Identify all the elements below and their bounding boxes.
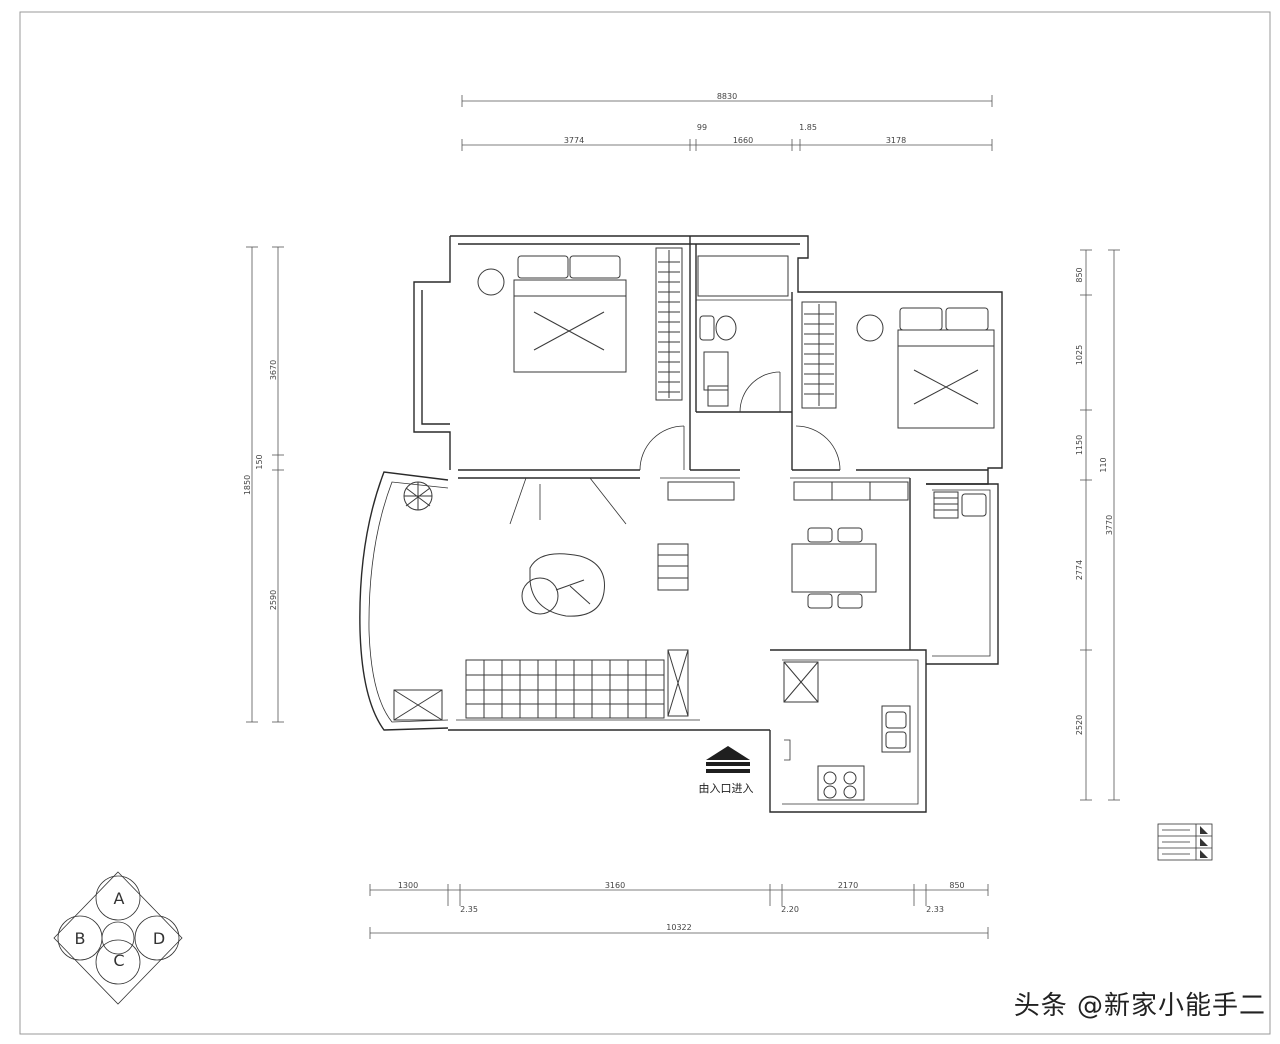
sofa-side-cabinet [667, 649, 689, 717]
master-round-table [477, 268, 505, 296]
dim-top-4: 1.85 [799, 123, 817, 132]
watermark-text: 头条 @新家小能手二 [1013, 991, 1266, 1021]
compass-label-b: B [75, 929, 86, 948]
dim-bottom-small-2: 2.20 [781, 905, 799, 914]
coffee-table [521, 553, 605, 617]
dim-right-5: 3770 [1105, 515, 1114, 535]
dining-table [791, 527, 877, 609]
master-wardrobe [655, 247, 683, 401]
compass-label-c: C [113, 951, 124, 970]
compass-label-d: D [153, 929, 165, 948]
dim-top-3: 1660 [733, 136, 753, 145]
dim-top-1: 3774 [564, 136, 584, 145]
second-door-arc [795, 425, 841, 471]
living-cabinet-left [667, 481, 735, 501]
dim-bottom-small-1: 2.35 [460, 905, 478, 914]
dim-bottom-4: 850 [949, 881, 964, 890]
bathroom-fixtures [697, 255, 789, 407]
dim-right-3: 1150 [1075, 435, 1084, 455]
kitchen-counter-mark [784, 739, 791, 761]
dim-left-2: 150 [255, 454, 264, 469]
dim-top-5: 3178 [886, 136, 906, 145]
living-cabinet-right [793, 481, 909, 501]
dim-bottom-total: 10322 [666, 923, 691, 932]
dim-right-6: 2774 [1075, 560, 1084, 580]
second-round-table [856, 314, 884, 342]
master-door-arc [639, 425, 685, 471]
dim-left-3: 1850 [243, 475, 252, 495]
entrance-label: 由入口进入 [699, 781, 754, 795]
bay-cabinet [393, 689, 443, 721]
ceiling-light [509, 477, 627, 525]
side-table-stack [657, 543, 689, 591]
kitchen-sink [881, 705, 911, 753]
dim-right-4: 110 [1099, 457, 1108, 472]
master-bed [513, 255, 627, 373]
dim-left-4: 2590 [269, 590, 278, 610]
dim-top-total: 8830 [717, 92, 737, 101]
entrance-symbol [706, 746, 750, 773]
sofa [465, 659, 665, 719]
dim-bottom-3: 2170 [838, 881, 858, 890]
dim-bottom-small-3: 2.33 [926, 905, 944, 914]
kitchen-stove [817, 765, 865, 801]
left-dimension-lines [246, 246, 284, 723]
view-compass [53, 871, 183, 1005]
kitchen-fridge [783, 661, 819, 703]
legend-table [1157, 823, 1213, 861]
drawing-frame [19, 11, 1271, 1035]
top-dimension-lines [461, 95, 993, 151]
dim-right-1: 850 [1075, 267, 1084, 282]
dim-top-2: 99 [697, 123, 707, 132]
exterior-walls [359, 235, 1003, 813]
bath-door-arc [739, 371, 781, 413]
second-bed [897, 307, 995, 429]
balcony-sink [933, 491, 987, 519]
plant [403, 481, 433, 511]
dim-bottom-2: 3160 [605, 881, 625, 890]
dim-bottom-1: 1300 [398, 881, 418, 890]
right-dimension-lines [1080, 249, 1120, 801]
second-wardrobe [801, 301, 837, 409]
bottom-dimension-lines [369, 884, 989, 939]
dim-left-1: 3670 [269, 360, 278, 380]
dim-right-2: 1025 [1075, 345, 1084, 365]
dim-right-7: 2520 [1075, 715, 1084, 735]
compass-label-a: A [114, 889, 125, 908]
